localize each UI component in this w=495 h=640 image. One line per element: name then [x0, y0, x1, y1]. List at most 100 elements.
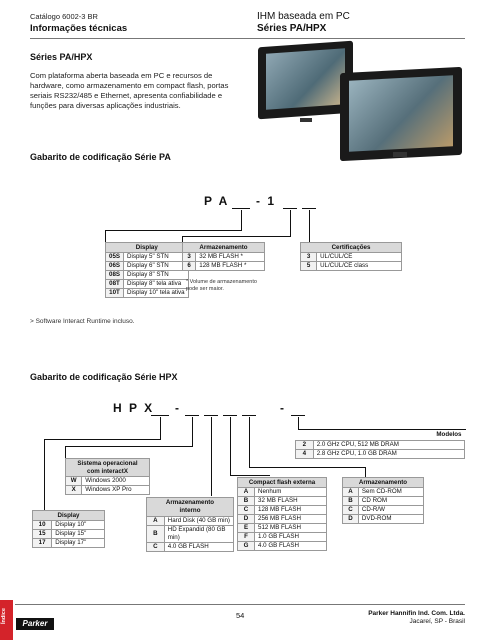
- option-desc: 128 MB FLASH *: [195, 261, 265, 271]
- option-code: 4: [295, 448, 314, 459]
- option-desc: UL/CUL/CE class: [316, 261, 402, 271]
- hpx-blank-internal: [204, 415, 218, 416]
- parker-logo: Parker: [16, 618, 54, 630]
- option-desc: DVD-ROM: [357, 514, 425, 524]
- option-desc: Display 17": [51, 538, 105, 548]
- hpx-connector: [365, 467, 366, 477]
- hpx-display-title: Display: [32, 510, 105, 521]
- option-code: 08T: [104, 279, 125, 289]
- option-desc: HD Expandid (80 GB min): [163, 525, 235, 543]
- pa-code-suffix: - 1: [256, 194, 277, 208]
- hpx-os-title-1: Sistema operacional: [77, 459, 138, 467]
- hpx-connector: [44, 439, 161, 440]
- option-code: 15: [31, 529, 53, 539]
- option-desc: 32 MB FLASH: [254, 496, 327, 506]
- index-tab-label: Índice: [1, 608, 7, 624]
- option-code: 06S: [104, 261, 125, 271]
- pa-blank-storage: [283, 208, 297, 209]
- doc-title: IHM baseada em PC: [257, 11, 350, 22]
- pa-connector: [182, 236, 183, 242]
- option-desc: Display 10": [51, 520, 105, 530]
- hpx-connector: [249, 417, 250, 467]
- pa-blank-display: [232, 208, 250, 209]
- hpx-blank-display: [151, 415, 169, 416]
- footer-rule: [15, 604, 465, 605]
- option-desc: Display 8" STN: [123, 270, 189, 280]
- option-desc: CD-R/W: [357, 505, 425, 515]
- option-code: 3: [299, 252, 318, 262]
- option-code: E: [236, 523, 256, 533]
- hpx-connector: [230, 475, 270, 476]
- hpx-blank-cf: [223, 415, 237, 416]
- pa-cert-title: Certificações: [300, 242, 402, 253]
- hpx-connector: [65, 446, 66, 458]
- option-desc: Hard Disk (40 GB min): [163, 516, 235, 526]
- option-code: B: [342, 496, 359, 506]
- hpx-models-title: Modelos: [295, 430, 465, 440]
- option-code: F: [236, 532, 256, 542]
- option-desc: 256 MB FLASH: [254, 514, 327, 524]
- hpx-cf-title: Compact flash externa: [237, 477, 327, 488]
- pa-storage-note: * Volume de armazenamento pode ser maior…: [186, 279, 257, 292]
- option-code: C: [236, 505, 256, 515]
- hpx-code-prefix: H P X: [113, 401, 155, 415]
- pa-code-prefix: P A: [204, 194, 230, 208]
- option-code: 2: [295, 439, 314, 450]
- option-desc: Sem CD-ROM: [357, 487, 425, 497]
- index-tab[interactable]: Índice: [0, 600, 13, 640]
- hpx-heading: Gabarito de codificação Série HPX: [30, 372, 178, 382]
- pa-connector: [105, 230, 242, 231]
- option-code: 05S: [104, 252, 125, 262]
- option-desc: 512 MB FLASH: [254, 523, 327, 533]
- option-code: 3: [181, 252, 197, 262]
- doc-series: Séries PA/HPX: [257, 23, 327, 34]
- intro-heading: Séries PA/HPX: [30, 52, 93, 62]
- option-code: C: [146, 542, 165, 552]
- pa-footnote: > Software Interact Runtime incluso.: [30, 318, 135, 325]
- pa-connector: [309, 210, 310, 242]
- footer-location: Jacareí, SP - Brasil: [409, 618, 465, 625]
- pa-connector: [105, 230, 106, 242]
- pa-connector: [241, 210, 242, 230]
- hpx-connector: [192, 417, 193, 446]
- hpx-connector: [230, 417, 231, 475]
- option-desc: Windows XP Pro: [81, 485, 150, 495]
- header-rule: [30, 38, 465, 39]
- option-code: 17: [31, 538, 53, 548]
- pa-blank-cert: [302, 208, 316, 209]
- option-code: C: [342, 505, 359, 515]
- option-code: B: [146, 525, 165, 543]
- option-desc: 2.8 GHz CPU, 1.0 GB DRAM: [312, 448, 466, 459]
- option-desc: Nenhum: [254, 487, 327, 497]
- catalog-number: Catálogo 6002-3 BR: [30, 12, 98, 21]
- option-code: 08S: [104, 270, 125, 280]
- option-code: B: [236, 496, 256, 506]
- option-desc: Windows 2000: [81, 476, 150, 486]
- option-desc: UL/CUL/CE: [316, 252, 402, 262]
